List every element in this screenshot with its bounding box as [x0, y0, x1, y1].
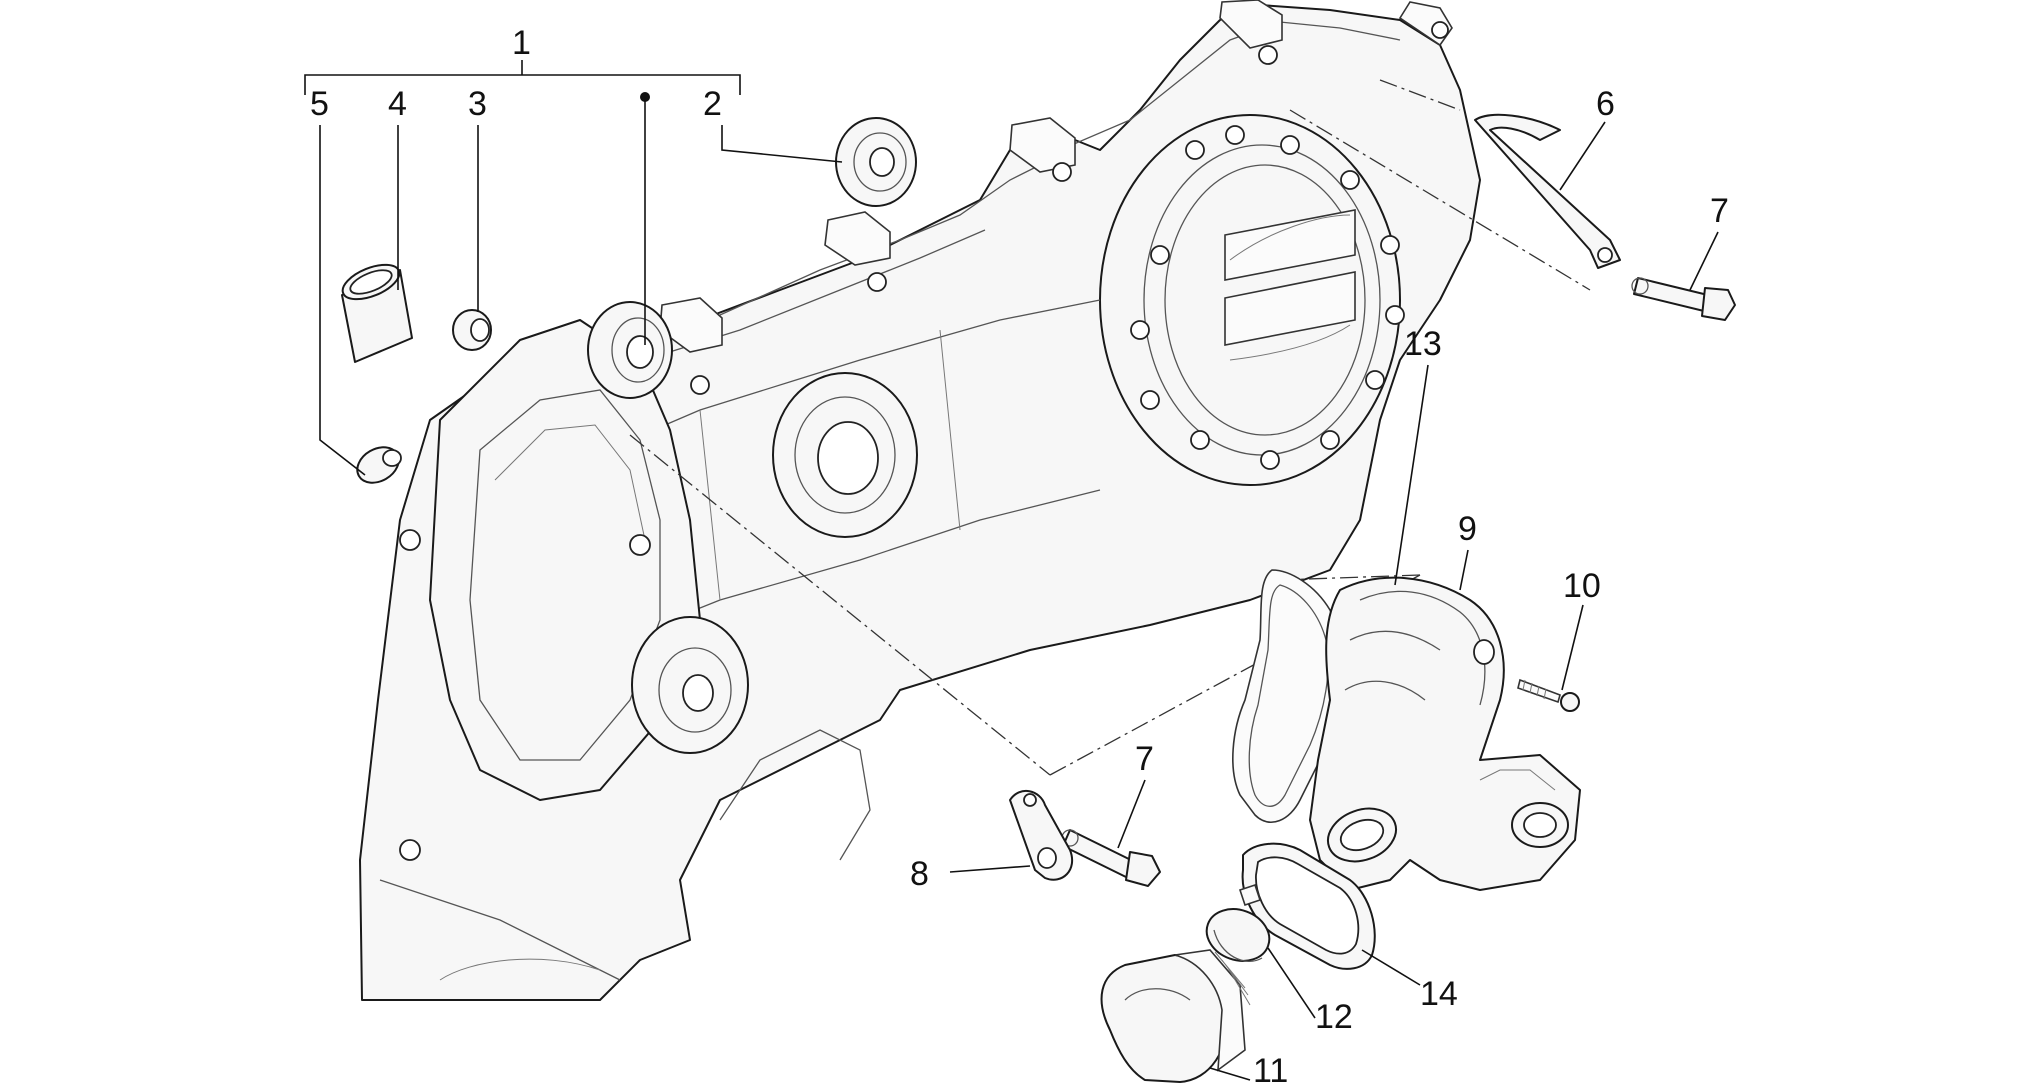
- leader-lines: [304, 60, 1719, 1081]
- callout-3: 3: [468, 85, 487, 123]
- part-6-bracket: [1474, 113, 1621, 269]
- part-7-bolt-upper: [1631, 277, 1736, 321]
- callout-13: 13: [1404, 325, 1442, 363]
- part-11-filter-cover: [1100, 949, 1251, 1083]
- part-8-bracket: [1009, 790, 1073, 881]
- part-10-screw: [1517, 678, 1580, 712]
- part-13-gasket: [1232, 569, 1346, 824]
- callout-2: 2: [703, 85, 722, 123]
- callout-7-lower: 7: [1135, 740, 1154, 778]
- part-5-small-bushing: [356, 446, 402, 484]
- callout-7-upper: 7: [1710, 192, 1729, 230]
- callout-4: 4: [388, 85, 407, 123]
- part-9-intake-duct: [1309, 576, 1581, 891]
- callout-labels: 1 5 4 3 2 6 7 13 9 10 7 8 14 12 11: [310, 24, 1729, 1087]
- part-12-cap: [1205, 908, 1271, 963]
- transmission-cover: [359, 0, 1481, 1001]
- callout-14: 14: [1420, 975, 1458, 1013]
- callout-6: 6: [1596, 85, 1615, 123]
- callout-12: 12: [1315, 998, 1353, 1036]
- part-2-bearing: [835, 117, 917, 207]
- callout-1: 1: [512, 24, 531, 62]
- callout-11: 11: [1253, 1052, 1288, 1087]
- callout-5: 5: [310, 85, 329, 123]
- part-14-seal-ring: [1238, 842, 1376, 970]
- part-3-small-bushing: [452, 309, 492, 351]
- callout-8: 8: [910, 855, 929, 893]
- callout-10: 10: [1563, 567, 1601, 605]
- part-7-bolt-lower: [1061, 829, 1161, 887]
- part-4-bushing: [341, 263, 413, 363]
- callout-9: 9: [1458, 510, 1477, 548]
